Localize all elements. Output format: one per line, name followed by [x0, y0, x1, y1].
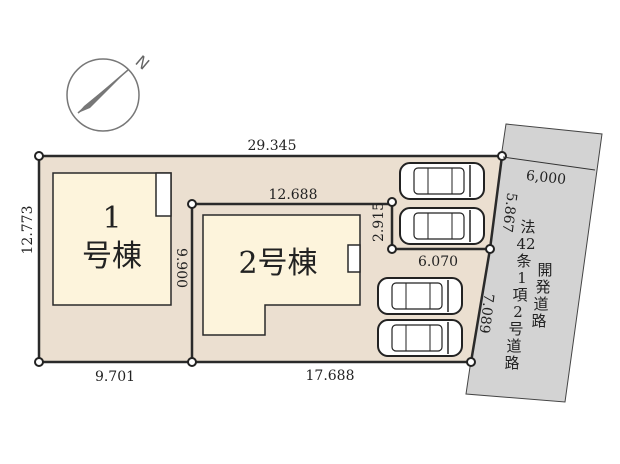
road-label-char: 法 — [520, 218, 535, 236]
dim-road-width: 6,000 — [525, 168, 567, 188]
road-label-char: 道 — [506, 337, 521, 355]
car-icon — [377, 277, 463, 315]
car-icon — [399, 207, 485, 245]
dim-left: 12.773 — [20, 206, 36, 255]
road-label-char: 42 — [516, 235, 535, 253]
dim-top: 29.345 — [248, 138, 297, 154]
car-icon — [377, 319, 463, 357]
dim-bottom-left: 9.701 — [95, 369, 135, 385]
building-1-label: 号棟 — [82, 239, 142, 274]
dim-lot2-left: 9.900 — [173, 248, 189, 288]
boundary-marker — [387, 244, 397, 254]
dim-bottom-right: 17.688 — [306, 368, 355, 384]
dim-lot2-top: 12.688 — [269, 187, 318, 203]
dim-notch-height: 2.915 — [371, 202, 387, 242]
building-2-label: 2号棟 — [238, 246, 317, 281]
road-width-line — [502, 156, 596, 171]
road-label-char: 号 — [508, 320, 523, 338]
road-label-char: 2 — [513, 303, 523, 321]
boundary-marker — [485, 244, 495, 254]
road-label-char: 項 — [512, 286, 527, 304]
building-2: 2号棟 — [202, 214, 361, 336]
road-label-char: 条 — [516, 252, 531, 270]
road-label-char: 路 — [531, 312, 546, 330]
road-label-char: 道 — [533, 295, 548, 313]
dim-notch-width: 6.070 — [418, 254, 458, 270]
road-label-char: 路 — [504, 354, 519, 372]
boundary-marker — [34, 357, 44, 367]
boundary-markers — [34, 151, 507, 367]
car-icon — [399, 162, 485, 200]
building-1-number: 1 — [102, 201, 121, 236]
boundary-marker — [387, 197, 397, 207]
boundary-marker — [187, 199, 197, 209]
boundary-marker — [497, 151, 507, 161]
road-label-char: 1 — [517, 269, 527, 287]
dim-right-upper: 5.867 — [499, 192, 520, 234]
road-label-char: 開 — [537, 261, 552, 279]
dim-right-lower: 7.089 — [476, 293, 497, 335]
building-1: 1 号棟 — [52, 172, 172, 306]
road-label-char: 発 — [535, 278, 550, 296]
compass-icon: N — [66, 51, 153, 132]
boundary-marker — [187, 357, 197, 367]
parking-area — [377, 162, 485, 357]
boundary-marker — [34, 151, 44, 161]
north-label: N — [132, 51, 153, 73]
boundary-marker — [466, 357, 476, 367]
